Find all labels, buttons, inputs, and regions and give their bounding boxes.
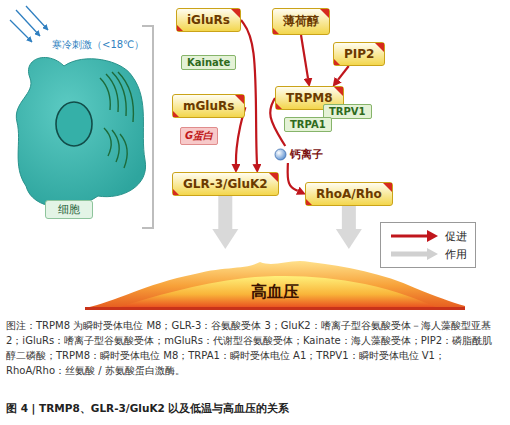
- node-text: TRPM8: [286, 91, 333, 105]
- stimulus-label: 寒冷刺激（<18℃）: [52, 38, 144, 52]
- legend-item: 作用: [389, 245, 467, 263]
- figure-note: 图注：TRPM8 为瞬时受体电位 M8；GLR-3：谷氨酸受体 3；GluK2：…: [6, 318, 502, 378]
- cold-arrows: [10, 6, 48, 42]
- node-text: Kainate: [187, 57, 230, 68]
- receptor-box: iGluRs: [176, 8, 241, 32]
- legend-arrow: [389, 229, 439, 243]
- receptor-box: mGluRs: [172, 94, 245, 118]
- promote-arrow: [288, 163, 298, 191]
- node-text: 薄荷醇: [283, 14, 319, 28]
- node-text: GLR-3/GluK2: [183, 177, 268, 191]
- endoplasmic-reticulum: [100, 72, 133, 168]
- legend-text: 促进: [445, 229, 467, 244]
- node-text: 高血压: [251, 282, 299, 303]
- effect-arrow: [342, 206, 356, 229]
- node-text: TRPV1: [329, 106, 366, 117]
- node-text: PIP2: [344, 47, 374, 61]
- kinase-box: RhoA/Rho: [305, 182, 393, 206]
- protein-box: G蛋白: [180, 127, 218, 145]
- promote-arrow: [301, 35, 308, 78]
- receptor-box: GLR-3/GluK2: [172, 172, 279, 196]
- node-text: iGluRs: [187, 13, 230, 27]
- ion-label: 钙离子: [272, 146, 325, 163]
- promote-arrow: [241, 20, 257, 164]
- bracket: [142, 26, 153, 228]
- subunit-box: Kainate: [181, 55, 236, 70]
- promote-arrow: [338, 66, 349, 80]
- node-text: G蛋白: [185, 130, 213, 141]
- node-text: RhoA/Rho: [316, 187, 382, 201]
- figure-caption: 图 4 | TRMP8、GLR-3/GluK2 以及低温与高血压的关系: [6, 402, 290, 416]
- effect-arrow: [218, 196, 232, 229]
- cell-label: 细胞: [45, 200, 93, 219]
- channel-box: TRPA1: [284, 117, 332, 132]
- legend: 促进作用: [380, 222, 476, 268]
- node-text: 钙离子: [290, 147, 323, 162]
- node-text: mGluRs: [183, 99, 234, 113]
- calcium-icon: [274, 148, 287, 161]
- nucleus: [56, 102, 92, 146]
- node-text: TRPA1: [290, 119, 326, 130]
- lipid-box: PIP2: [333, 42, 385, 66]
- legend-arrow: [389, 247, 439, 261]
- node-text: 细胞: [58, 203, 80, 216]
- agonist-box: 薄荷醇: [272, 8, 330, 35]
- legend-text: 作用: [445, 247, 467, 262]
- cell-body: [16, 57, 145, 207]
- legend-item: 促进: [389, 227, 467, 245]
